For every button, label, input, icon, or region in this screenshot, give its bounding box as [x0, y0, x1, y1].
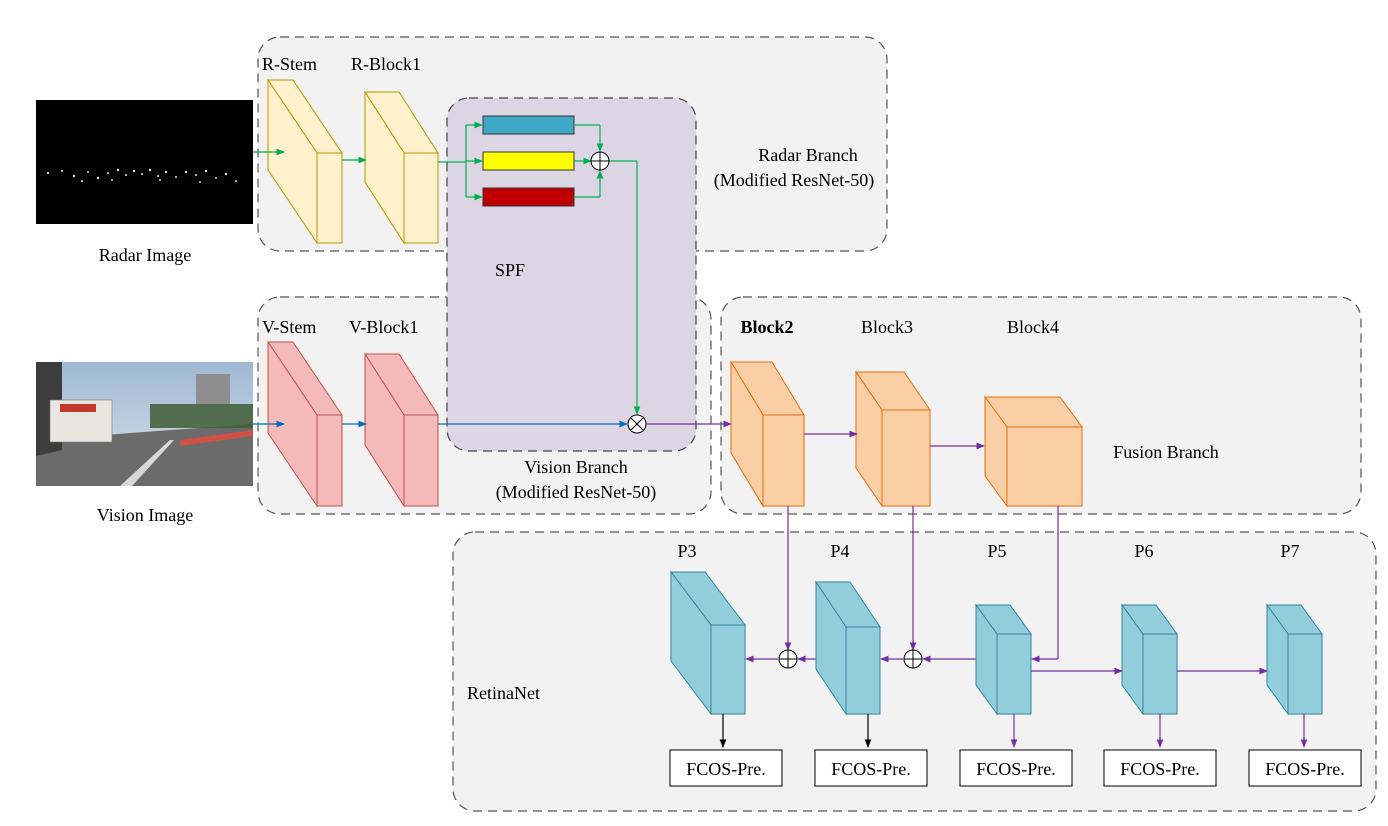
block2-label: Block2: [740, 317, 793, 337]
fcos-head-p7: [1248, 749, 1362, 787]
block4-cube: [984, 395, 1083, 508]
fcos-head-label-p3: FCOS-Pre.: [686, 759, 766, 779]
p5-cube: [975, 603, 1032, 716]
fcos-head-p3: [669, 749, 783, 787]
radar-arrows: [253, 121, 641, 415]
head-arrows-black: [719, 714, 872, 748]
block4-label: Block4: [1007, 317, 1059, 337]
radar-branch-subtitle: (Modified ResNet-50): [714, 170, 874, 191]
vision-branch-subtitle: (Modified ResNet-50): [496, 482, 656, 503]
p5-label: P5: [987, 541, 1006, 561]
fusion-multiply-op: [627, 414, 647, 434]
p4-label: P4: [830, 541, 849, 561]
r-stem-label: R-Stem: [262, 54, 317, 74]
p3-label: P3: [677, 541, 696, 561]
v-stem-block: [267, 340, 343, 508]
fcos-head-label-p5: FCOS-Pre.: [976, 759, 1056, 779]
fcos-head-label-p6: FCOS-Pre.: [1120, 759, 1200, 779]
radar-branch-title: Radar Branch: [758, 145, 857, 165]
vision-branch-title: Vision Branch: [524, 457, 627, 477]
spf-label: SPF: [495, 260, 525, 280]
fusion-arrows: [646, 420, 1308, 748]
p4-cube: [815, 580, 881, 716]
r-block1-label: R-Block1: [351, 54, 421, 74]
fcos-head-p4: [814, 749, 928, 787]
spf-sum-op: [590, 151, 610, 171]
radar-image: [36, 100, 253, 224]
p7-label: P7: [1280, 541, 1299, 561]
fpn-sum-op-2: [903, 649, 923, 669]
p6-label: P6: [1134, 541, 1153, 561]
vision-image-caption: Vision Image: [97, 505, 193, 525]
v-block1-label: V-Block1: [349, 317, 418, 337]
block3-cube: [855, 370, 931, 508]
r-stem-block: [267, 78, 343, 245]
p7-cube: [1266, 603, 1323, 716]
p6-cube: [1121, 603, 1178, 716]
spf-bar-red: [482, 187, 575, 207]
fusion-branch-title: Fusion Branch: [1113, 442, 1219, 462]
fcos-head-p5: [959, 749, 1073, 787]
vision-image: [36, 362, 253, 486]
fcos-head-label-p7: FCOS-Pre.: [1265, 759, 1345, 779]
spf-box: [446, 97, 697, 452]
fcos-head-p6: [1103, 749, 1217, 787]
spf-bar-cyan: [482, 115, 575, 135]
p3-cube: [669, 570, 747, 716]
v-stem-label: V-Stem: [262, 317, 316, 337]
spf-bar-yellow: [482, 151, 575, 171]
radar-image-caption: Radar Image: [99, 245, 191, 265]
fcos-head-boxes: [669, 749, 1362, 787]
v-block1: [364, 352, 439, 508]
r-block1: [364, 90, 439, 245]
fcos-head-label-p4: FCOS-Pre.: [831, 759, 911, 779]
block3-label: Block3: [861, 317, 913, 337]
retinanet-label: RetinaNet: [467, 683, 540, 703]
fpn-sum-op-1: [778, 649, 798, 669]
